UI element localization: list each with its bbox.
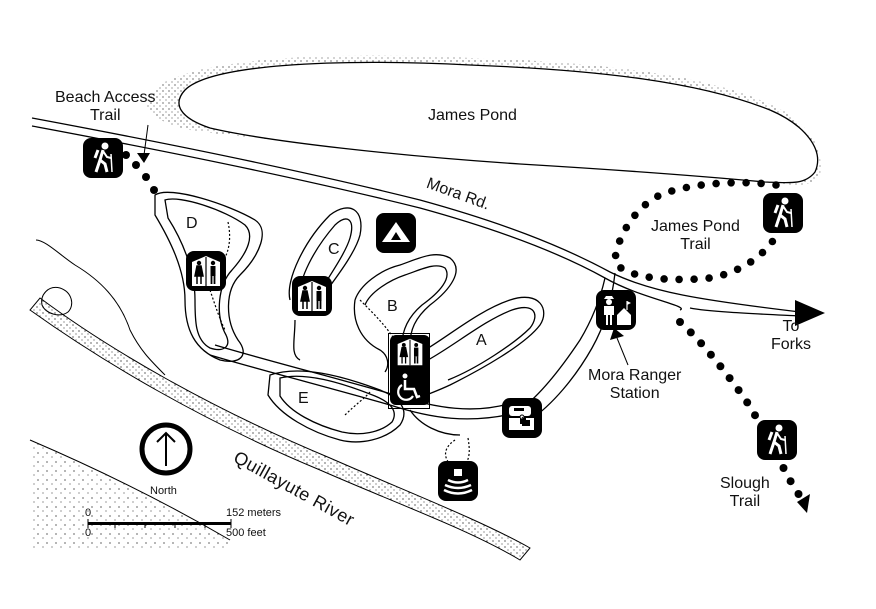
beach-access-trail-label: Beach Access Trail [55, 89, 156, 126]
loop-d-label: D [186, 215, 198, 232]
trail-dot [746, 258, 755, 266]
loop-a-label: A [476, 332, 487, 349]
rv-dump-station-icon[interactable] [502, 398, 542, 438]
hiker-icon[interactable] [83, 138, 123, 178]
trail-dot [682, 183, 691, 192]
scale-bar [87, 519, 232, 528]
trail-dot [622, 223, 631, 232]
trail-dot [615, 237, 624, 245]
trail-dot [786, 477, 795, 486]
loop-e-label: E [298, 390, 309, 407]
trail-dot [705, 274, 713, 282]
to-forks-line: To [782, 318, 800, 335]
trail-dot [734, 386, 743, 395]
trail-dot [779, 464, 788, 472]
trail-dot [630, 270, 639, 278]
ranger-station-label: Mora Ranger Station [588, 367, 681, 404]
north-compass [139, 422, 193, 476]
trail-label-line: Slough [720, 475, 770, 492]
trail-dot [641, 200, 650, 209]
trail-label-line: Trail [89, 107, 121, 125]
to-forks-line: Forks [771, 336, 811, 354]
trail-dot [690, 275, 698, 284]
trail-dot [716, 362, 725, 371]
restroom-icon[interactable] [292, 276, 332, 316]
trail-dot [631, 211, 639, 220]
ranger-station-arrowhead [610, 328, 624, 340]
trail-dot [742, 178, 750, 187]
beach-access-pointer [143, 124, 149, 156]
beach-access-trail [122, 151, 158, 194]
campground-icon[interactable] [376, 213, 416, 253]
mora-road [31, 117, 801, 421]
trail-dot [757, 179, 765, 188]
james-pond-trail [611, 178, 780, 284]
trail-dot [697, 339, 706, 348]
james-pond-label: James Pond [428, 107, 517, 124]
ranger-station-line: Mora Ranger [588, 367, 682, 384]
james-pond-trail-label: James Pond Trail [651, 218, 740, 255]
ranger-station-line: Station [609, 385, 660, 403]
trail-dot [645, 273, 653, 282]
trail-dot [751, 411, 759, 420]
ranger-station-icon[interactable] [596, 290, 636, 330]
trail-dot [768, 237, 777, 246]
trail-dot [668, 187, 676, 195]
slough-trail-label: Slough Trail [720, 475, 770, 512]
trail-dot [725, 374, 734, 383]
trail-dot [697, 181, 705, 189]
trail-dot [611, 251, 620, 260]
trail-dot [654, 192, 662, 200]
trail-dot [706, 350, 715, 359]
restroom-icon[interactable] [390, 335, 430, 369]
loop-c-label: C [328, 241, 340, 258]
trail-dot [660, 275, 668, 283]
beach-access-arrowhead [137, 153, 150, 163]
trail-dot [719, 270, 728, 279]
trail-dot [676, 318, 684, 326]
trail-dot [743, 398, 752, 407]
scale-metric-start: 0 [85, 507, 92, 519]
hiker-icon[interactable] [757, 420, 797, 460]
trail-dot [733, 265, 742, 274]
trail-dot [617, 264, 625, 272]
trail-dot [712, 179, 720, 188]
james-pond [146, 55, 821, 186]
north-label: North [150, 485, 177, 497]
loop-b-label: B [387, 298, 398, 315]
restroom-icon[interactable] [186, 251, 226, 291]
to-forks-arrow [795, 300, 825, 326]
to-forks-label: To Forks [771, 318, 811, 355]
trail-dot [686, 328, 695, 337]
trail-label-line: James Pond [651, 218, 740, 235]
trail-dot [772, 181, 780, 189]
scale-imperial-start: 0 [85, 527, 92, 539]
trail-label-line: Trail [729, 493, 761, 511]
trail-label-line: Trail [680, 236, 711, 254]
ranger-station-pointer [616, 337, 629, 366]
trail-dot [727, 179, 735, 187]
slough-trail-arrowhead [797, 494, 810, 513]
scale-metric-end: 152 meters [226, 507, 282, 519]
trail-dot [675, 275, 683, 284]
scale-imperial-end: 500 feet [226, 527, 266, 539]
hiker-icon[interactable] [763, 193, 803, 233]
trail-label-line: Beach Access [55, 89, 156, 106]
accessible-icon[interactable] [390, 369, 430, 405]
trail-dot [758, 248, 767, 257]
amphitheater-icon[interactable] [438, 461, 478, 501]
trail-dot [794, 490, 803, 498]
